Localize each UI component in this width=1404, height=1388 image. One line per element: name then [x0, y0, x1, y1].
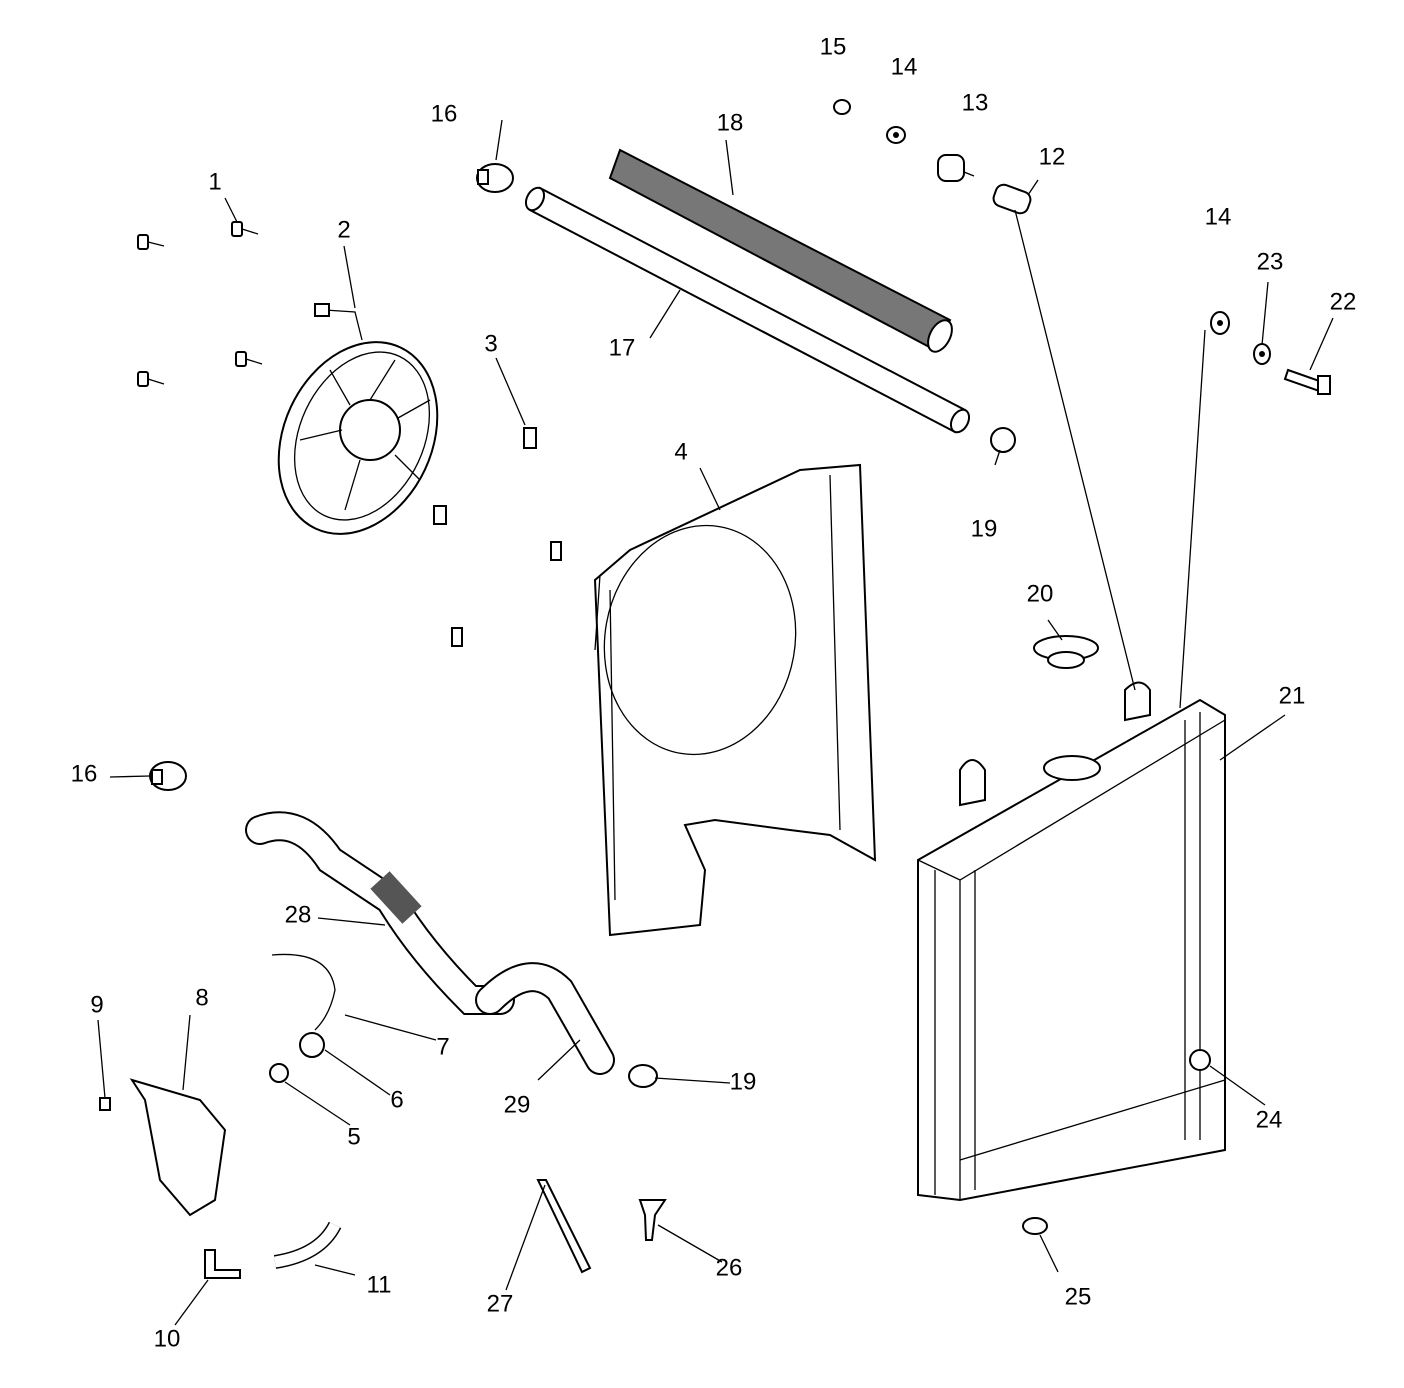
nut-part-15 — [833, 99, 851, 115]
spacer-part-12 — [992, 183, 1032, 215]
callout-label: 17 — [609, 334, 636, 361]
callout-label: 11 — [367, 1271, 392, 1298]
callout-label: 12 — [1039, 143, 1066, 170]
callout-label: 15 — [820, 33, 847, 60]
tube-part-17 — [524, 186, 971, 434]
bolt-part-1 — [137, 221, 263, 387]
leader-lines — [97, 119, 1334, 1326]
callout-label: 18 — [717, 109, 744, 136]
clip-part-3 — [433, 427, 562, 647]
callout-label: 26 — [716, 1254, 743, 1281]
cable-tie-part-27 — [536, 1179, 592, 1274]
spring-sleeve-part-18 — [608, 148, 953, 353]
callout-label: 27 — [487, 1290, 514, 1317]
overflow-hose-part-7 — [271, 953, 336, 1031]
fan-assembly-part-2 — [277, 303, 439, 535]
coolant-bottle-part-8 — [129, 1078, 227, 1217]
callout-label: 3 — [484, 330, 497, 357]
callout-label: 9 — [90, 991, 103, 1018]
callout-label: 10 — [154, 1325, 181, 1352]
coolant-hose-part-28 — [245, 811, 515, 1015]
callout-label: 29 — [504, 1091, 531, 1118]
callout-label: 1 — [208, 168, 221, 195]
callout-label: 14 — [891, 53, 918, 80]
callout-label: 14 — [1205, 203, 1232, 230]
callout-label: 16 — [71, 760, 98, 787]
screw-part-9 — [99, 1097, 111, 1111]
callout-label: 8 — [195, 984, 208, 1011]
fitting-part-6 — [299, 1032, 325, 1058]
push-rivet-part-26 — [638, 1199, 667, 1241]
hardware-parts — [833, 99, 1331, 395]
callout-label: 22 — [1330, 288, 1357, 315]
callout-label: 4 — [674, 438, 687, 465]
callout-label: 16 — [431, 100, 458, 127]
grommet-part-25 — [1022, 1217, 1048, 1235]
callout-label: 24 — [1256, 1106, 1283, 1133]
callout-label: 13 — [962, 89, 989, 116]
coolant-hose-part-29 — [475, 962, 615, 1075]
callout-label: 2 — [337, 216, 350, 243]
callout-label: 7 — [436, 1033, 449, 1060]
hose-clamp-part-16 — [149, 163, 514, 791]
bushing-part-13 — [937, 154, 965, 182]
radiator-part-21 — [917, 681, 1226, 1202]
callout-label: 6 — [390, 1086, 403, 1113]
callout-label: 5 — [347, 1123, 360, 1150]
callout-label: 28 — [285, 901, 312, 928]
callout-label: 25 — [1065, 1283, 1092, 1310]
radiator-cap-part-20 — [1033, 635, 1099, 669]
callout-label: 19 — [730, 1068, 757, 1095]
callout-label: 21 — [1279, 682, 1306, 709]
callout-label: 20 — [1027, 580, 1054, 607]
fan-shroud-part-4 — [593, 463, 877, 937]
callout-label: 19 — [971, 515, 998, 542]
elbow-fitting-part-10 — [204, 1249, 241, 1279]
callout-labels: 15 14 13 16 18 12 1 14 2 23 22 3 17 4 19… — [71, 33, 1357, 1352]
hose-clamp-part-19 — [628, 427, 1016, 1088]
washer-part-5 — [269, 1063, 289, 1083]
drain-plug-part-24 — [1189, 1049, 1211, 1071]
callout-label: 23 — [1257, 248, 1284, 275]
